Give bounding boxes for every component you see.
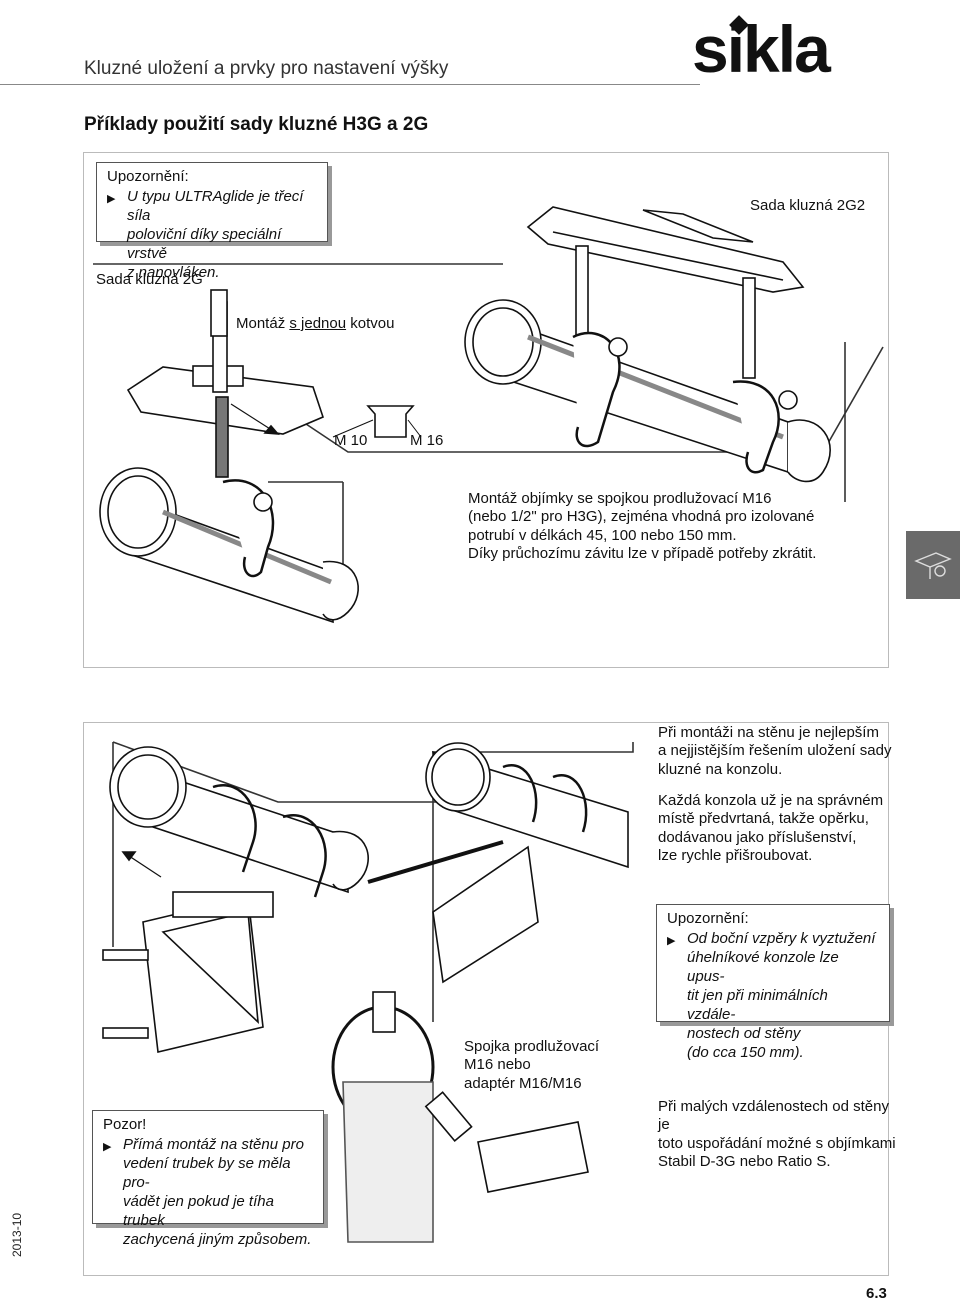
sikla-logo: sikla (690, 12, 900, 86)
notice-line: U typu ULTRAglide je třecí síla (127, 188, 304, 224)
bracket-predrilled-text: Každá konzola už je na správném místě př… (658, 792, 884, 865)
top-illustration-panel (83, 152, 889, 668)
logo-text: sikla (692, 12, 832, 86)
edition-date: 2013-10 (10, 1212, 24, 1257)
page-header-title: Kluzné uložení a prvky pro nastavení výš… (84, 58, 449, 79)
bullet-arrow-icon: ▶ (667, 935, 676, 947)
wall-bracket-drawing (102, 741, 634, 1243)
notice-line: poloviční díky speciální vrstvě (127, 226, 282, 262)
label-sada-2g2: Sada kluzná 2G2 (750, 197, 866, 214)
direct-mount-warning: Pozor! ▶ Přímá montáž na stěnu pro veden… (92, 1110, 324, 1248)
notice-heading: Upozornění: (667, 910, 749, 927)
warning-heading: Pozor! (103, 1116, 147, 1133)
page-number: 6.3 (866, 1285, 887, 1302)
coupler-label: Spojka prodlužovací M16 nebo adaptér M16… (464, 1038, 600, 1092)
label-single-anchor: Montáž s jednou kotvou (236, 315, 395, 332)
notice-heading: Upozornění: (107, 168, 189, 185)
label-sada-2g: Sada kluzná 2G (96, 271, 203, 288)
header-rule (0, 84, 700, 85)
bullet-arrow-icon: ▶ (107, 193, 116, 205)
label-m16: M 16 (410, 432, 444, 449)
notice-line: z nanovláken. (127, 264, 220, 281)
tab-product-icon (914, 552, 952, 579)
label-m10: M 10 (334, 432, 368, 449)
clamp-description: Montáž objímky se spojkou prodlužovací M… (468, 490, 817, 563)
small-distance-text: Při malých vzdálenostech od stěny je tot… (658, 1098, 896, 1171)
section-title: Příklady použití sady kluzné H3G a 2G (84, 114, 429, 135)
wall-mount-text: Při montáži na stěnu je nejlepším a nejj… (658, 724, 892, 778)
ultraglide-notice: Upozornění: ▶ U typu ULTRAglide je třecí… (96, 162, 328, 281)
strut-notice: Upozornění: ▶ Od boční vzpěry k vyztužen… (656, 904, 890, 1061)
section-tab (906, 531, 960, 599)
bullet-arrow-icon: ▶ (103, 1141, 112, 1153)
sliding-set-drawing (93, 206, 884, 624)
